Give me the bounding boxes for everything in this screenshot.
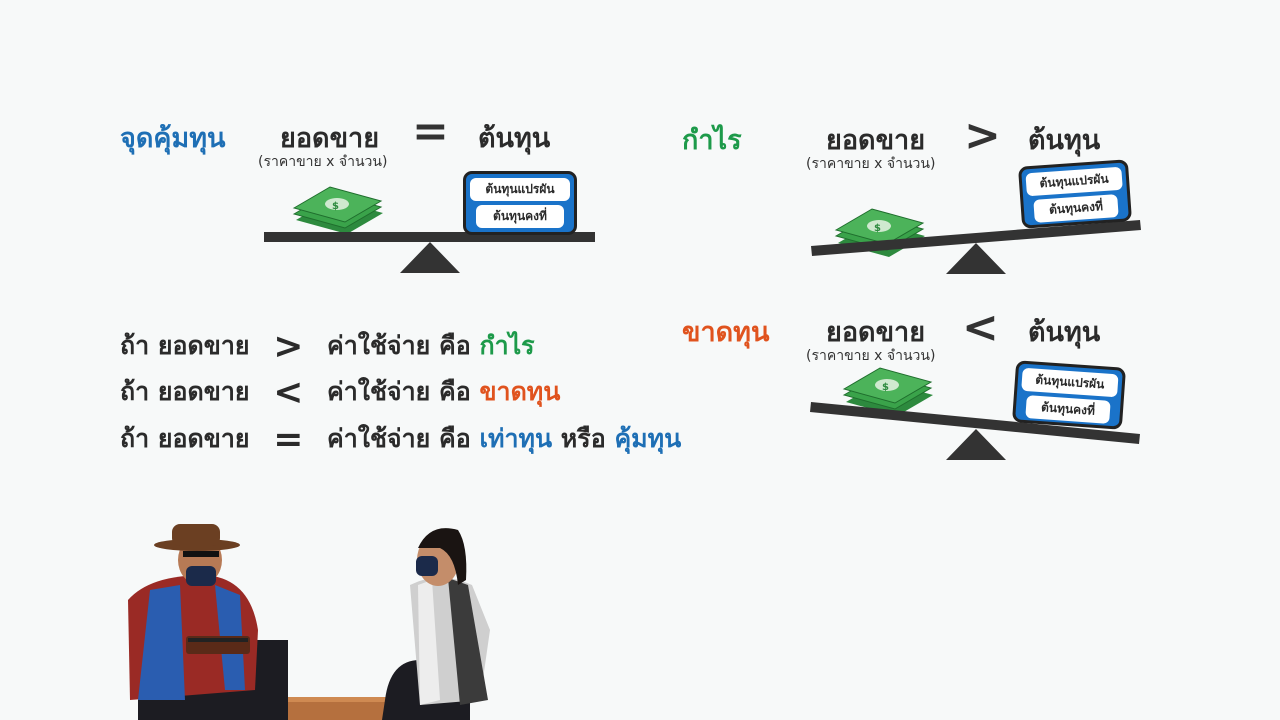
rule-if-text: ถ้า ยอดขาย	[120, 424, 250, 453]
money-stack-icon: $	[292, 186, 383, 234]
profit-cost-label: ต้นทุน	[1028, 125, 1101, 156]
svg-text:$: $	[874, 223, 881, 234]
rule-symbol: <	[273, 372, 304, 413]
variable-cost-tag: ต้นทุนแปรผัน	[470, 178, 570, 201]
balance-beam	[264, 232, 595, 242]
rule-expense-text: ค่าใช้จ่าย คือ	[327, 331, 471, 360]
money-stack-icon: $	[842, 367, 933, 416]
fixed-cost-tag: ต้นทุนคงที่	[476, 205, 564, 228]
fulcrum	[400, 242, 460, 273]
svg-text:$: $	[332, 201, 339, 212]
rule-result: ขาดทุน	[479, 377, 561, 406]
rule-if-text: ถ้า ยอดขาย	[120, 377, 250, 406]
breakeven-cost-label: ต้นทุน	[478, 123, 551, 154]
rule-symbol: >	[273, 326, 304, 367]
profit-title: กำไร	[682, 125, 742, 156]
presenter-female	[382, 528, 490, 720]
fulcrum	[946, 243, 1006, 274]
greater-than-symbol: >	[964, 110, 1001, 161]
rule-loss: ถ้า ยอดขาย < ค่าใช้จ่าย คือ ขาดทุน	[120, 372, 560, 413]
rule-if-text: ถ้า ยอดขาย	[120, 331, 250, 360]
presenter-male	[128, 524, 288, 720]
rule-result-alt: คุ้มทุน	[614, 424, 682, 453]
rule-result: เท่าทุน	[479, 424, 553, 453]
breakeven-cost-box: ต้นทุนแปรผัน ต้นทุนคงที่	[463, 171, 577, 235]
balance-beam	[810, 402, 1140, 444]
breakeven-sales-label: ยอดขาย	[280, 123, 380, 154]
profit-sales-note: (ราคาขาย x จำนวน)	[806, 156, 936, 172]
rule-profit: ถ้า ยอดขาย > ค่าใช้จ่าย คือ กำไร	[120, 326, 535, 367]
equals-symbol: =	[412, 106, 449, 157]
balance-beam	[811, 220, 1141, 256]
rule-or-text: หรือ	[560, 424, 606, 453]
rule-expense-text: ค่าใช้จ่าย คือ	[327, 424, 471, 453]
bench	[282, 697, 402, 720]
loss-title: ขาดทุน	[682, 317, 770, 348]
svg-text:$: $	[882, 382, 889, 393]
loss-cost-label: ต้นทุน	[1028, 317, 1101, 348]
less-than-symbol: <	[962, 302, 999, 353]
breakeven-sales-note: (ราคาขาย x จำนวน)	[258, 154, 388, 170]
rule-symbol: =	[273, 419, 304, 460]
fulcrum	[946, 429, 1006, 460]
loss-sales-label: ยอดขาย	[826, 317, 926, 348]
rule-breakeven: ถ้า ยอดขาย = ค่าใช้จ่าย คือ เท่าทุน หรือ…	[120, 419, 681, 460]
profit-sales-label: ยอดขาย	[826, 125, 926, 156]
breakeven-title: จุดคุ้มทุน	[120, 123, 226, 154]
loss-sales-note: (ราคาขาย x จำนวน)	[806, 348, 936, 364]
rule-expense-text: ค่าใช้จ่าย คือ	[327, 377, 471, 406]
rule-result: กำไร	[479, 331, 535, 360]
